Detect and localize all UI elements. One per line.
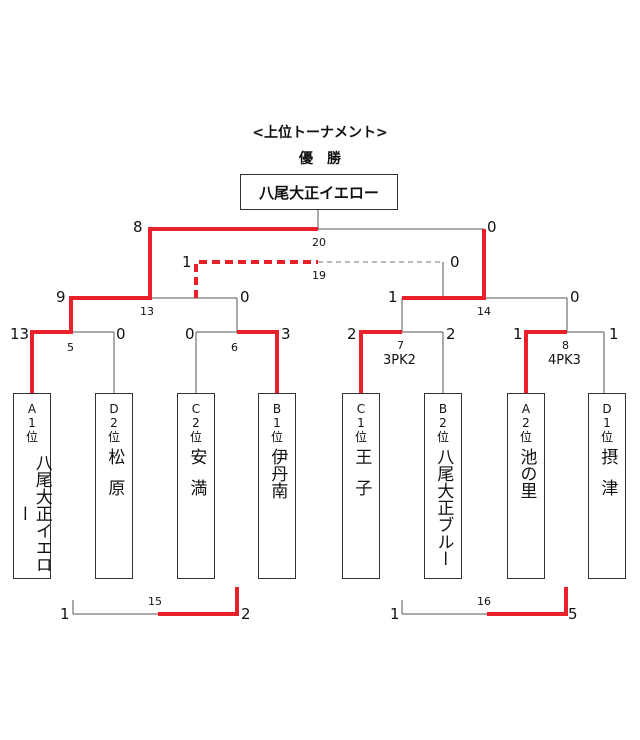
m8-match-no: 8	[562, 339, 569, 352]
m6-left-score: 0	[185, 325, 195, 343]
m15-match-no: 15	[148, 595, 162, 608]
m16-left-score: 1	[390, 605, 400, 623]
m13-right-score: 0	[240, 288, 250, 306]
m8-right-score: 1	[609, 325, 619, 343]
m7-right-score: 2	[446, 325, 456, 343]
m5-left-score: 13	[10, 325, 30, 343]
m19-left-score: 1	[182, 253, 192, 271]
m8-left-score: 1	[513, 325, 523, 343]
team-name: 王子	[351, 448, 372, 510]
m13-left-score: 9	[56, 288, 66, 306]
m15-left-score: 1	[60, 605, 70, 623]
team-name: 伊丹南	[267, 448, 288, 499]
win-path-a2	[524, 330, 567, 393]
win-path-m19	[194, 260, 318, 298]
m15-right-score: 2	[241, 605, 251, 623]
win-path-m14	[402, 229, 486, 300]
win-path-m15	[158, 587, 239, 616]
team-name: 八尾大正ブルー	[433, 448, 454, 567]
champion-name: 八尾大正イエロー	[259, 183, 379, 202]
m19-match-no: 19	[312, 269, 326, 282]
m20-match-no: 20	[312, 236, 326, 249]
m20-left-score: 8	[133, 218, 143, 236]
win-path-c1	[359, 330, 402, 393]
champion-box: 八尾大正イエロー	[240, 174, 398, 210]
win-path-a1	[30, 227, 318, 393]
m6-match-no: 6	[231, 341, 238, 354]
m7-pk-result: 3PK2	[383, 353, 416, 368]
m20-right-score: 0	[487, 218, 497, 236]
team-name: 八尾大正イエロー	[13, 453, 52, 573]
m14-right-score: 0	[570, 288, 580, 306]
win-path-b1	[237, 330, 279, 393]
bracket-title: <上位トーナメント>	[252, 125, 388, 141]
m13-match-no: 13	[140, 305, 154, 318]
team-name: 松原	[104, 448, 125, 510]
team-name: 摂津	[597, 448, 618, 510]
m5-match-no: 5	[67, 341, 74, 354]
m5-right-score: 0	[116, 325, 126, 343]
m16-match-no: 16	[477, 595, 491, 608]
m8-pk-result: 4PK3	[548, 353, 581, 368]
m14-left-score: 1	[388, 288, 398, 306]
team-name: 池の里	[516, 448, 537, 499]
m16-right-score: 5	[568, 605, 578, 623]
m6-right-score: 3	[281, 325, 291, 343]
m7-left-score: 2	[347, 325, 357, 343]
win-path-m16	[487, 587, 568, 616]
team-name: 安満	[186, 448, 207, 510]
m19-right-score: 0	[450, 253, 460, 271]
champion-label: 優 勝	[299, 151, 341, 167]
m7-match-no: 7	[397, 339, 404, 352]
m14-match-no: 14	[477, 305, 491, 318]
